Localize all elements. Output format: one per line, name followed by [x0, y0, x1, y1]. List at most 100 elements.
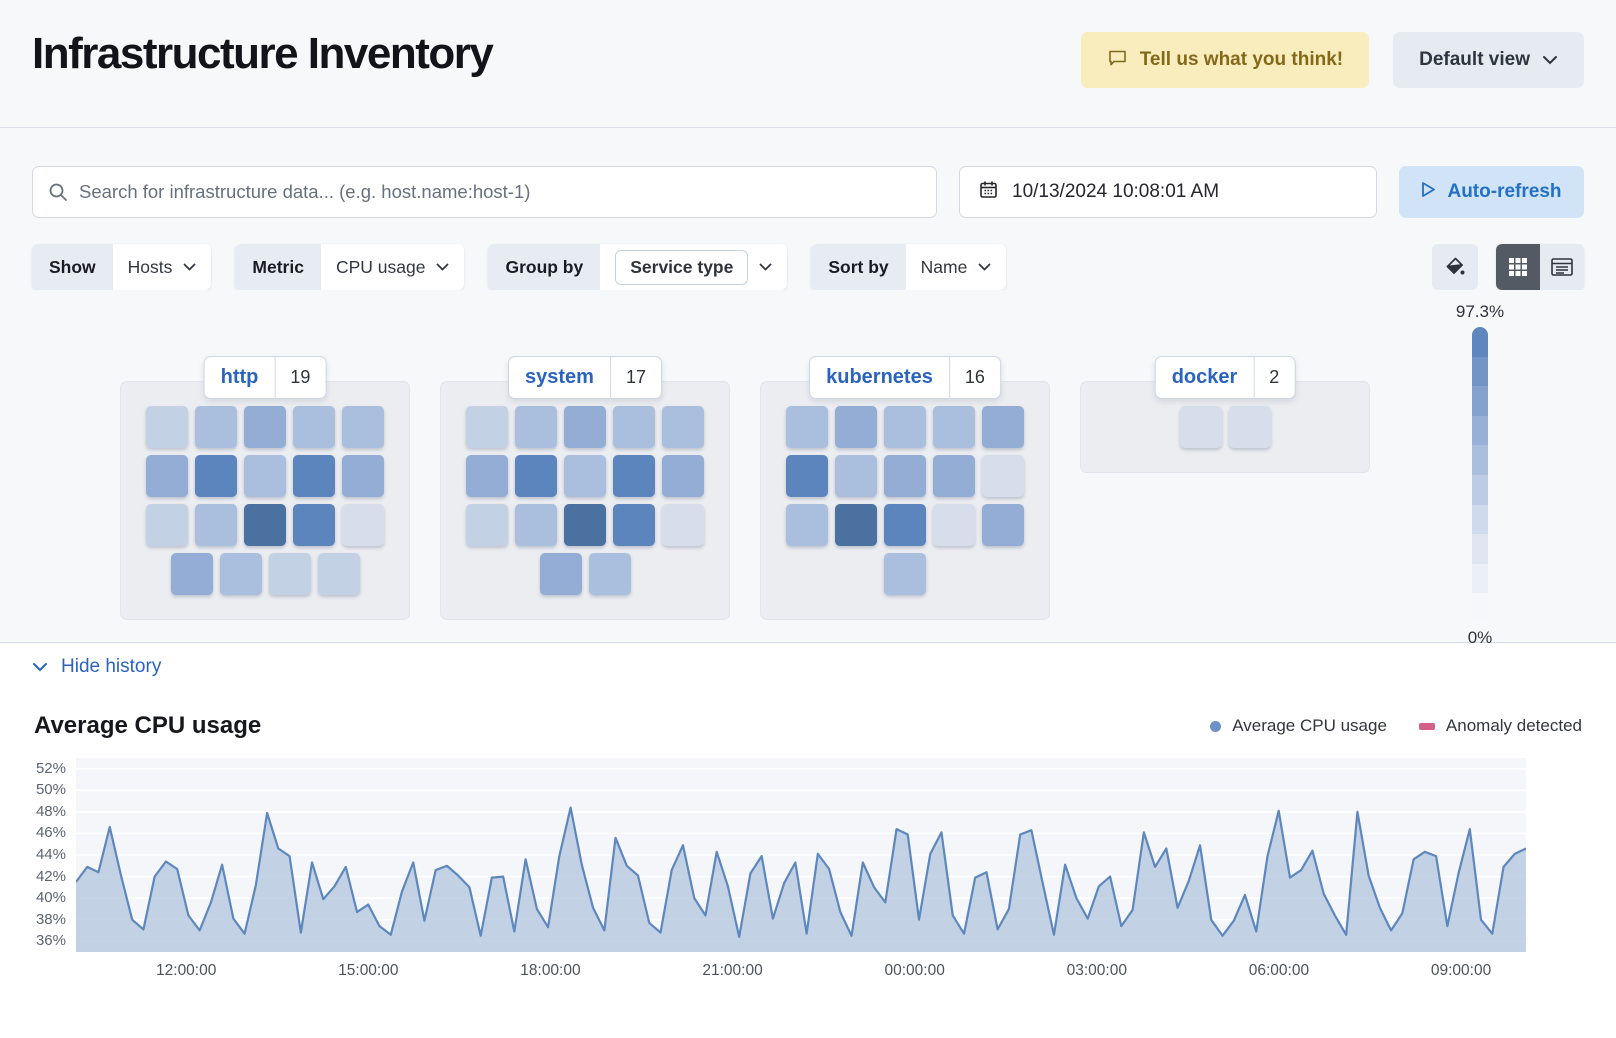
host-tile[interactable] — [564, 504, 606, 546]
sort-by-filter-value-button[interactable]: Name — [906, 244, 1007, 290]
host-tile[interactable] — [268, 553, 311, 595]
tile-row — [785, 504, 1025, 546]
grid-view-button[interactable] — [1496, 244, 1540, 290]
host-tile[interactable] — [613, 504, 655, 546]
host-tile[interactable] — [884, 455, 926, 497]
host-tile[interactable] — [293, 406, 335, 448]
host-tile[interactable] — [613, 406, 655, 448]
group-label-pill: docker 2 — [1154, 356, 1296, 399]
host-tile[interactable] — [835, 455, 877, 497]
legend-item[interactable]: Anomaly detected — [1418, 716, 1582, 736]
host-tile[interactable] — [466, 504, 508, 546]
host-tile[interactable] — [342, 504, 384, 546]
group-by-selected-pill[interactable]: Service type — [615, 249, 749, 285]
host-tile[interactable] — [317, 553, 360, 595]
host-tile[interactable] — [146, 406, 188, 448]
group-by-filter-label: Group by — [488, 244, 601, 290]
search-field-wrap — [32, 166, 937, 218]
host-tile[interactable] — [293, 504, 335, 546]
feedback-button[interactable]: Tell us what you think! — [1080, 32, 1370, 88]
search-input[interactable] — [32, 166, 937, 218]
host-tile[interactable] — [219, 553, 262, 595]
group-name-link[interactable]: system — [525, 366, 594, 388]
x-axis-tick-label: 00:00:00 — [884, 962, 945, 979]
host-tile[interactable] — [564, 406, 606, 448]
y-axis-tick-label: 38% — [35, 910, 66, 928]
color-palette-button[interactable] — [1432, 244, 1478, 290]
cpu-history-chart[interactable]: 52%50%48%46%44%42%40%38%36% — [36, 758, 1526, 952]
auto-refresh-button[interactable]: Auto-refresh — [1399, 166, 1584, 218]
host-tile[interactable] — [564, 455, 606, 497]
metric-filter-label: Metric — [235, 244, 321, 290]
host-tile[interactable] — [588, 553, 631, 595]
host-tile[interactable] — [244, 455, 286, 497]
host-tile[interactable] — [662, 406, 704, 448]
hide-history-label: Hide history — [61, 655, 162, 677]
x-axis-tick-label: 15:00:00 — [338, 962, 399, 979]
host-tile[interactable] — [982, 406, 1024, 448]
default-view-button[interactable]: Default view — [1393, 32, 1584, 88]
host-tile[interactable] — [146, 504, 188, 546]
host-tile[interactable] — [466, 455, 508, 497]
host-tile[interactable] — [786, 504, 828, 546]
tile-row — [1105, 406, 1345, 448]
chart-legend: Average CPU usage Anomaly detected — [1210, 716, 1582, 736]
host-tile[interactable] — [146, 455, 188, 497]
host-tile[interactable] — [613, 455, 655, 497]
host-tile[interactable] — [835, 406, 877, 448]
host-tile[interactable] — [884, 504, 926, 546]
scale-max-label: 97.3% — [1455, 302, 1505, 321]
host-tile[interactable] — [933, 504, 975, 546]
group-name-link[interactable]: http — [220, 366, 259, 388]
date-picker-button[interactable]: 10/13/2024 10:08:01 AM — [959, 166, 1377, 218]
host-tile[interactable] — [835, 504, 877, 546]
host-tile[interactable] — [515, 504, 557, 546]
host-tile[interactable] — [195, 406, 237, 448]
chevron-down-icon — [1542, 49, 1558, 71]
host-tile[interactable] — [293, 455, 335, 497]
group-by-filter-value-button[interactable]: Service type — [600, 244, 787, 290]
host-tile[interactable] — [982, 504, 1024, 546]
metric-filter-value-button[interactable]: CPU usage — [321, 244, 465, 290]
hide-history-link[interactable]: Hide history — [32, 656, 161, 678]
host-tile[interactable] — [466, 406, 508, 448]
host-tile[interactable] — [1228, 406, 1271, 448]
host-tile[interactable] — [195, 455, 237, 497]
host-tile[interactable] — [662, 455, 704, 497]
filter-row: Show Hosts Metric CPU usage Group by Ser… — [32, 244, 1584, 290]
group-host-count: 2 — [1269, 367, 1280, 387]
scale-min-label: 0% — [1467, 628, 1493, 647]
table-view-button[interactable] — [1540, 244, 1584, 290]
show-filter-value-button[interactable]: Hosts — [113, 244, 212, 290]
group-name-link[interactable]: kubernetes — [826, 366, 933, 388]
host-tile[interactable] — [884, 553, 926, 595]
host-tile[interactable] — [539, 553, 582, 595]
host-tile[interactable] — [933, 455, 975, 497]
host-tile[interactable] — [786, 455, 828, 497]
host-tile[interactable] — [786, 406, 828, 448]
host-tile[interactable] — [933, 406, 975, 448]
host-tile[interactable] — [342, 455, 384, 497]
tile-row — [145, 553, 385, 595]
group-name-link[interactable]: docker — [1171, 366, 1238, 388]
x-axis-tick-label: 03:00:00 — [1066, 962, 1127, 979]
host-tile[interactable] — [342, 406, 384, 448]
pill-divider — [274, 357, 276, 398]
host-tile[interactable] — [515, 455, 557, 497]
host-tile[interactable] — [195, 504, 237, 546]
host-tile[interactable] — [662, 504, 704, 546]
pill-divider — [609, 357, 611, 398]
host-tile[interactable] — [170, 553, 213, 595]
host-tile[interactable] — [515, 406, 557, 448]
host-tile[interactable] — [244, 406, 286, 448]
host-tile[interactable] — [244, 504, 286, 546]
host-tile[interactable] — [884, 406, 926, 448]
y-axis-tick-label: 50% — [35, 781, 66, 799]
legend-item[interactable]: Average CPU usage — [1210, 716, 1387, 736]
y-axis-tick-label: 40% — [35, 889, 66, 907]
host-tile[interactable] — [1179, 406, 1222, 448]
host-tile[interactable] — [982, 455, 1024, 497]
